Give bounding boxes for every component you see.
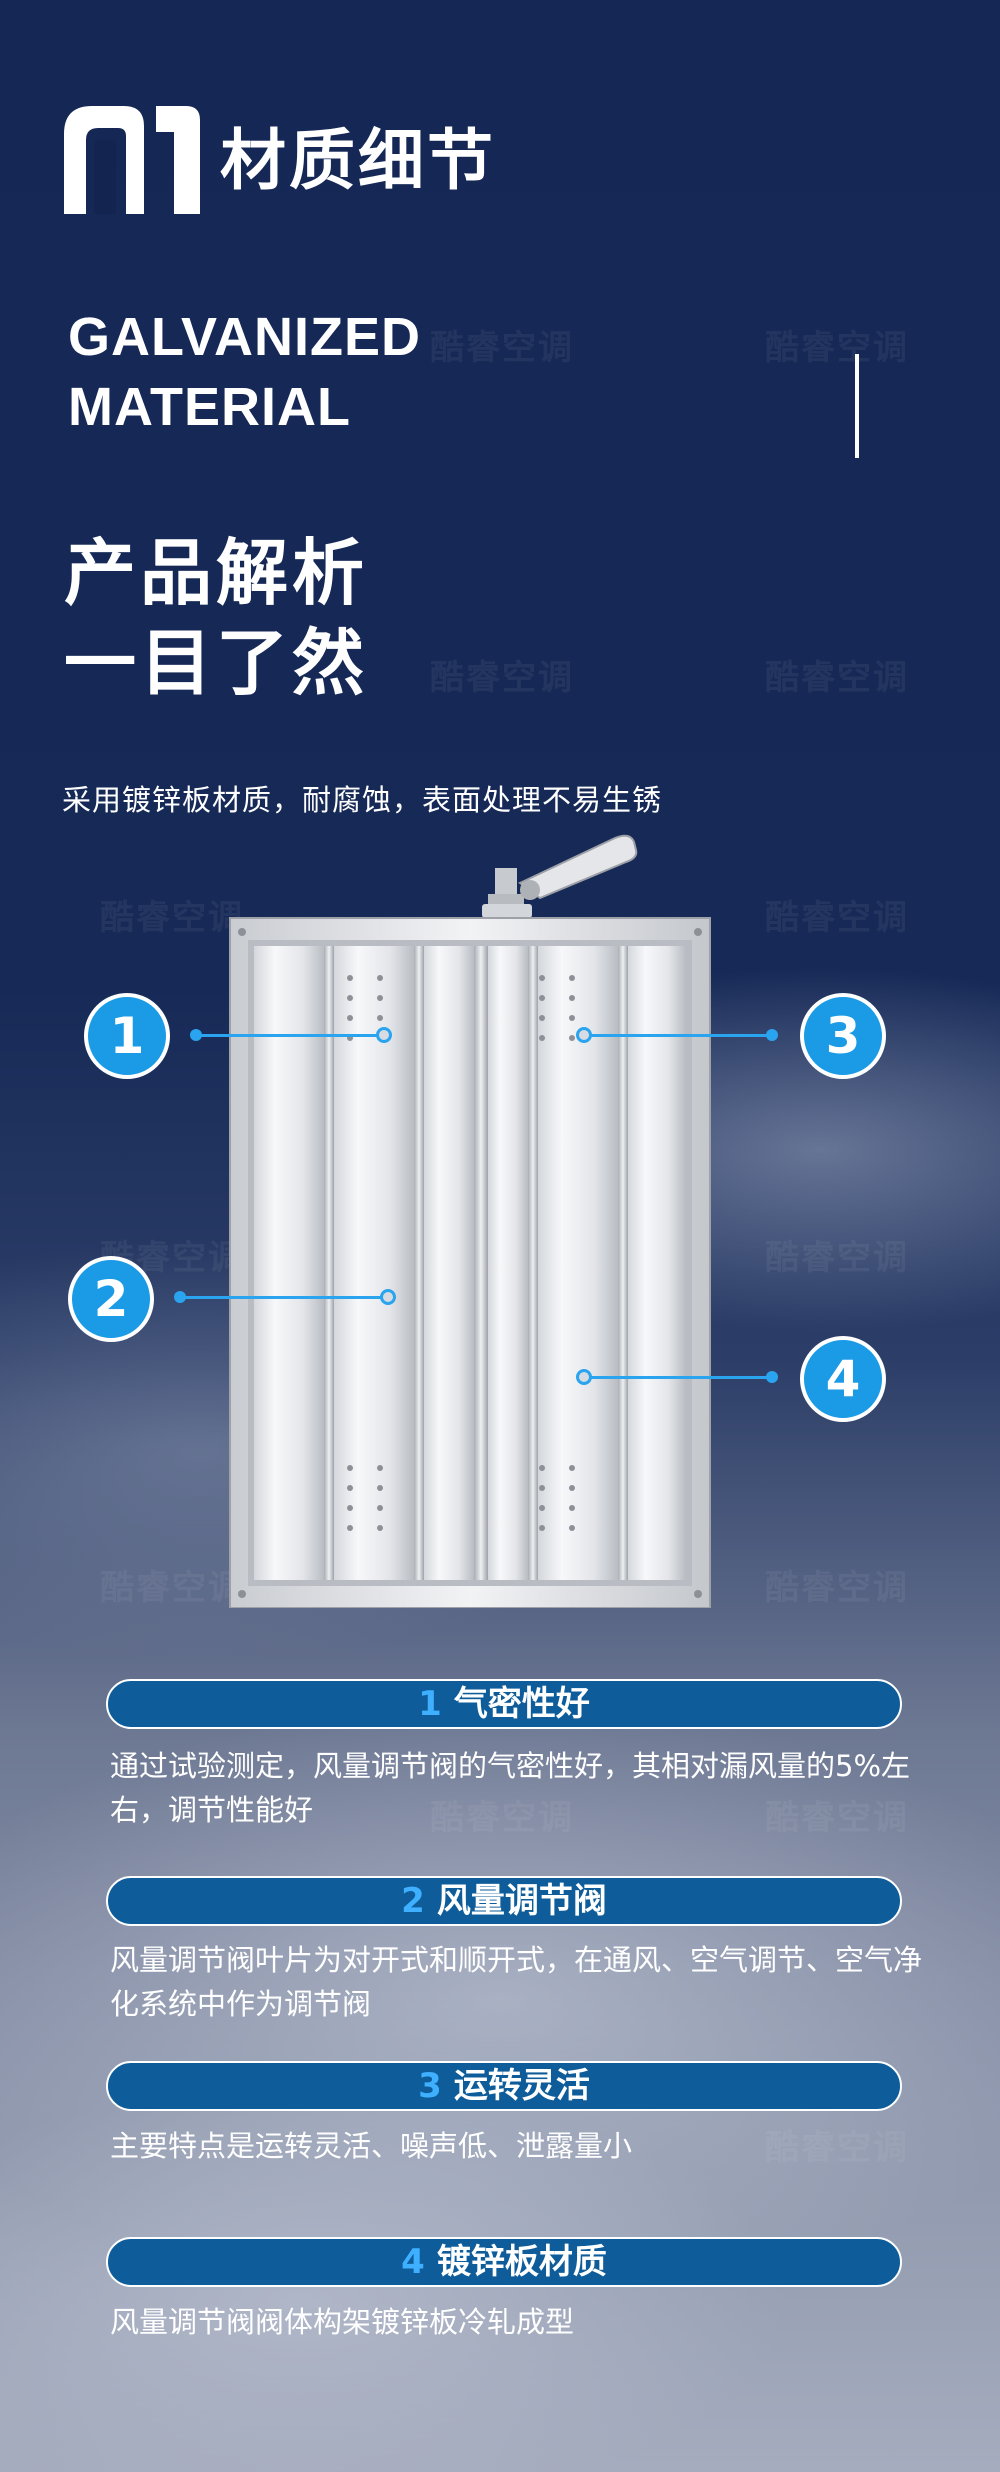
callout-badge-4: 4 (800, 1336, 886, 1422)
logo-01 (64, 106, 200, 214)
callout-line-end (174, 1291, 186, 1303)
watermark: 酷睿空调 (765, 658, 909, 698)
watermark: 酷睿空调 (430, 1798, 574, 1838)
feature-number: 1 (418, 1684, 442, 1724)
watermark: 酷睿空调 (765, 1238, 909, 1278)
feature-title-text: 运转灵活 (453, 2066, 590, 2106)
headline-line1: 产品解析 (64, 531, 369, 615)
watermark: 酷睿空调 (430, 328, 574, 368)
callout-badge-1: 1 (84, 993, 170, 1079)
callout-line-end (766, 1029, 778, 1041)
feature-title-text: 气密性好 (453, 1684, 590, 1724)
watermark: 酷睿空调 (100, 898, 244, 938)
feature-title-text: 镀锌板材质 (436, 2242, 607, 2282)
callout-line (180, 1296, 386, 1299)
headline-line2: 一目了然 (64, 621, 369, 705)
feature-title-3: 3 运转灵活 (106, 2061, 902, 2111)
callout-line (196, 1034, 382, 1037)
number-01-icon (64, 106, 200, 214)
feature-desc-2: 风量调节阀叶片为对开式和顺开式，在通风、空气调节、空气净化系统中作为调节阀 (110, 1943, 923, 2021)
english-title: GALVANIZED MATERIAL (68, 302, 421, 442)
feature-number: 4 (401, 2242, 425, 2282)
watermark: 酷睿空调 (430, 658, 574, 698)
feature-desc-1: 通过试验测定，风量调节阀的气密性好，其相对漏风量的5%左右，调节性能好 (110, 1749, 911, 1827)
feature-title-4: 4 镀锌板材质 (106, 2237, 902, 2287)
callout-line-end (766, 1371, 778, 1383)
english-title-line2: MATERIAL (68, 377, 351, 437)
feature-title-1: 1 气密性好 (106, 1679, 902, 1729)
watermark: 酷睿空调 (765, 2128, 909, 2168)
callout-point (576, 1369, 592, 1385)
watermark: 酷睿空调 (100, 1568, 244, 1608)
headline: 产品解析 一目了然 (64, 528, 368, 708)
feature-number: 3 (418, 2066, 442, 2106)
feature-title-2: 2 风量调节阀 (106, 1876, 902, 1926)
callout-point (376, 1027, 392, 1043)
watermark: 酷睿空调 (765, 328, 909, 368)
section-title: 材质细节 (220, 122, 496, 199)
callout-line (584, 1376, 772, 1379)
subtitle: 采用镀锌板材质，耐腐蚀，表面处理不易生锈 (62, 783, 663, 817)
feature-desc-3: 主要特点是运转灵活、噪声低、泄露量小 (110, 2129, 633, 2163)
english-title-line1: GALVANIZED (68, 307, 421, 367)
feature-title-text: 风量调节阀 (436, 1881, 607, 1921)
feature-number: 2 (401, 1881, 425, 1921)
vertical-divider (855, 354, 859, 458)
feature-desc-4: 风量调节阀阀体构架镀锌板冷轧成型 (110, 2305, 575, 2339)
watermark: 酷睿空调 (765, 1568, 909, 1608)
air-damper-illustration (229, 834, 711, 1609)
callout-badge-2: 2 (68, 1256, 154, 1342)
callout-point (380, 1289, 396, 1305)
callout-line-end (190, 1029, 202, 1041)
callout-point (576, 1027, 592, 1043)
callout-badge-3: 3 (800, 993, 886, 1079)
callout-line (584, 1034, 772, 1037)
watermark: 酷睿空调 (765, 1798, 909, 1838)
damper-product-image (220, 828, 720, 1609)
watermark: 酷睿空调 (765, 898, 909, 938)
